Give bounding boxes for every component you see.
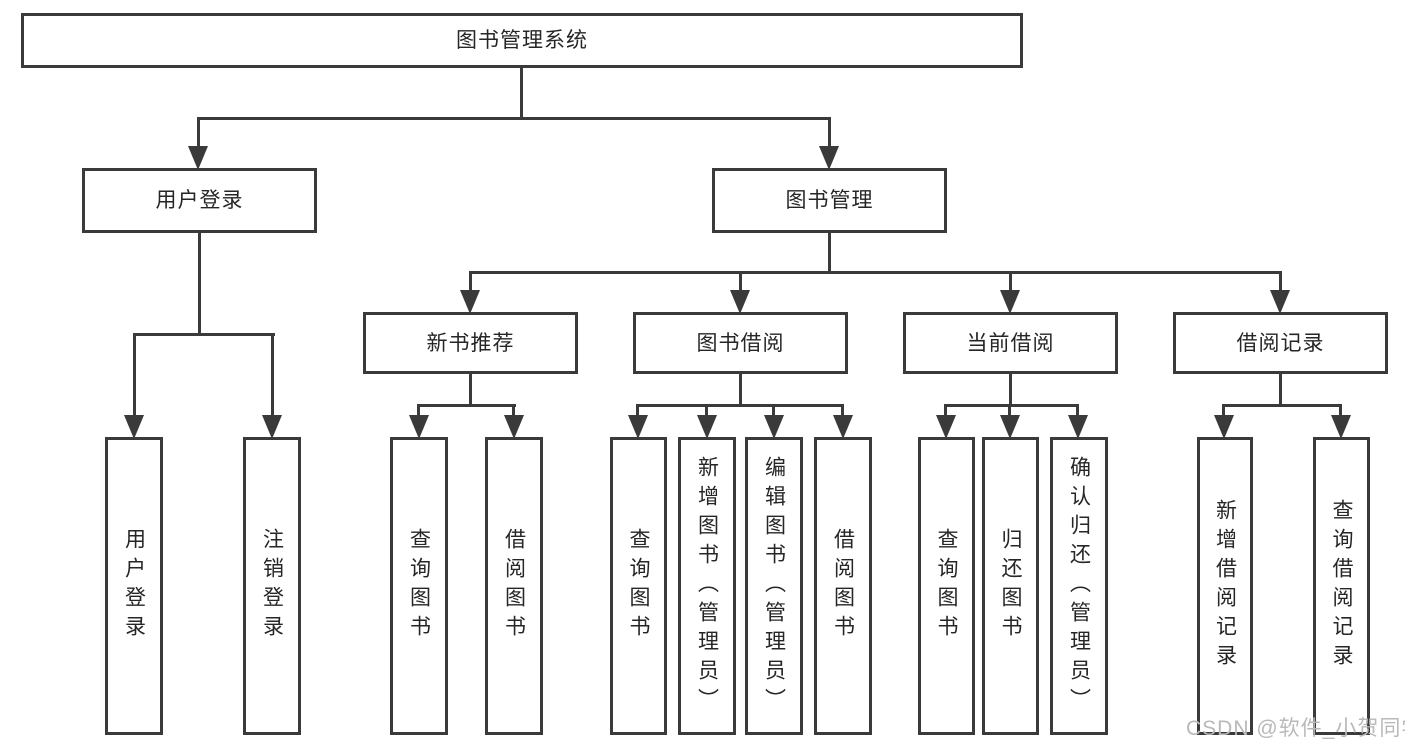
arrowhead-leaf-logout [262, 415, 282, 439]
connector-to-book-borrow [739, 271, 742, 292]
connector-mgmt-stem [828, 233, 831, 274]
connector-to-user-login [197, 117, 200, 149]
leaf-nb-query-book: 查询图书 [390, 437, 448, 735]
connector-cb-stem [1009, 374, 1012, 407]
node-book-borrow: 图书借阅 [633, 312, 848, 374]
connector-login-branch [133, 333, 275, 336]
arrowhead-leaf-user-login [124, 415, 144, 439]
connector-to-book-management [828, 117, 831, 149]
arrowhead-nb-leaf-1 [409, 415, 429, 439]
leaf-bb-borrow-book: 借阅图书 [814, 437, 872, 735]
arrowhead-br-leaf-2 [1331, 415, 1351, 439]
connector-to-bb-leaf-1 [636, 404, 639, 417]
connector-nb-branch [418, 404, 516, 407]
arrowhead-br-leaf-1 [1214, 415, 1234, 439]
connector-to-br-leaf-2 [1339, 404, 1342, 417]
leaf-logout: 注销登录 [243, 437, 301, 735]
connector-to-leaf-logout [271, 333, 274, 417]
connector-bb-branch [637, 404, 844, 407]
connector-to-new-book [469, 271, 472, 292]
connector-to-cb-leaf-3 [1076, 404, 1079, 417]
node-user-login: 用户登录 [82, 168, 317, 233]
arrowhead-cb-leaf-3 [1068, 415, 1088, 439]
arrowhead-new-book [460, 290, 480, 314]
leaf-br-add-record: 新增借阅记录 [1197, 437, 1253, 735]
connector-to-current-borrow [1009, 271, 1012, 292]
connector-root-branch [197, 117, 831, 120]
connector-br-stem [1279, 374, 1282, 407]
connector-to-bb-leaf-4 [841, 404, 844, 417]
connector-nb-stem [469, 374, 472, 407]
connector-login-stem [198, 233, 201, 336]
leaf-cb-confirm-return-admin: 确认归还（管理员） [1050, 437, 1108, 735]
arrowhead-nb-leaf-2 [504, 415, 524, 439]
leaf-nb-borrow-book: 借阅图书 [485, 437, 543, 735]
arrowhead-bb-leaf-3 [764, 415, 784, 439]
arrowhead-book-management [819, 146, 839, 170]
connector-to-bb-leaf-2 [705, 404, 708, 417]
leaf-bb-add-book-admin: 新增图书（管理员） [678, 437, 736, 735]
connector-to-bb-leaf-3 [772, 404, 775, 417]
connector-br-branch [1223, 404, 1342, 407]
node-borrow-records: 借阅记录 [1173, 312, 1388, 374]
connector-to-nb-leaf-1 [417, 404, 420, 417]
leaf-cb-query-book: 查询图书 [918, 437, 975, 735]
connector-root-stem [520, 68, 523, 120]
arrowhead-borrow-records [1270, 290, 1290, 314]
connector-to-cb-leaf-1 [944, 404, 947, 417]
leaf-cb-return-book: 归还图书 [982, 437, 1039, 735]
arrowhead-bb-leaf-1 [628, 415, 648, 439]
connector-cb-branch [945, 404, 1079, 407]
arrowhead-book-borrow [730, 290, 750, 314]
node-book-management: 图书管理 [712, 168, 947, 233]
connector-to-nb-leaf-2 [512, 404, 515, 417]
node-new-book-recommend: 新书推荐 [363, 312, 578, 374]
arrowhead-user-login [188, 146, 208, 170]
leaf-bb-edit-book-admin: 编辑图书（管理员） [745, 437, 803, 735]
connector-to-leaf-user-login [133, 333, 136, 417]
leaf-br-query-record: 查询借阅记录 [1313, 437, 1370, 735]
arrowhead-bb-leaf-2 [697, 415, 717, 439]
arrowhead-bb-leaf-4 [833, 415, 853, 439]
leaf-user-login: 用户登录 [105, 437, 163, 735]
connector-mgmt-branch [469, 271, 1282, 274]
arrowhead-cb-leaf-2 [1000, 415, 1020, 439]
node-current-borrow: 当前借阅 [903, 312, 1118, 374]
arrowhead-cb-leaf-1 [936, 415, 956, 439]
connector-bb-stem [739, 374, 742, 407]
connector-to-cb-leaf-2 [1008, 404, 1011, 417]
connector-to-borrow-records [1279, 271, 1282, 292]
connector-to-br-leaf-1 [1222, 404, 1225, 417]
leaf-bb-query-book: 查询图书 [610, 437, 667, 735]
node-root: 图书管理系统 [21, 13, 1023, 68]
arrowhead-current-borrow [1000, 290, 1020, 314]
csdn-watermark: CSDN @软件_小贺同学 [1186, 717, 1405, 740]
